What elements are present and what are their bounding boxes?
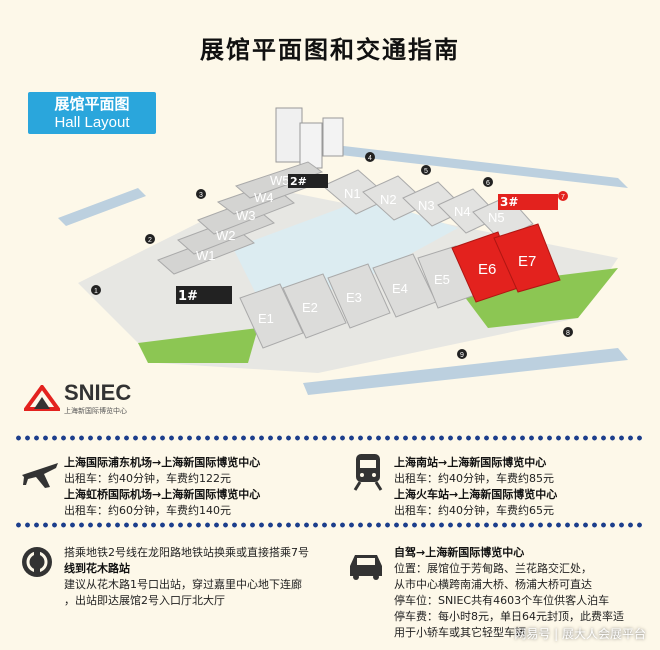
marker-6 <box>483 177 493 187</box>
car-line6: 用于小轿车或其它轻型车辆 <box>394 626 526 639</box>
hall-w5-label: W5 <box>270 173 290 188</box>
n-halls: N1 N2 N3 N4 N5 <box>322 169 534 241</box>
divider-dots-middle <box>14 522 646 528</box>
metro-icon <box>22 547 52 577</box>
metro-line2: 线到花木路站 <box>64 562 130 575</box>
svg-text:5: 5 <box>424 168 428 175</box>
train-line3: 上海火车站→上海新国际博览中心 <box>394 488 558 501</box>
svg-text:6: 6 <box>486 180 490 187</box>
metro-line1: 搭乘地铁2号线在龙阳路地铁站换乘或直接搭乘7号 <box>64 546 309 559</box>
hall-n3-label: N3 <box>418 198 435 213</box>
tower-a <box>275 107 303 163</box>
airport-line2: 出租车：约40分钟，车费约122元 <box>64 472 231 485</box>
svg-text:3: 3 <box>199 192 203 199</box>
train-line4: 出租车：约40分钟，车费约65元 <box>394 504 554 517</box>
hall-e6-label: E6 <box>478 261 496 278</box>
svg-text:9: 9 <box>460 352 464 359</box>
airport-line4: 出租车：约60分钟，车费约140元 <box>64 504 231 517</box>
hall-e1-label: E1 <box>258 311 274 326</box>
car-line3: 从市中心横跨南浦大桥、杨浦大桥可直达 <box>394 578 592 591</box>
car-info: 自驾→上海新国际博览中心 位置：展馆位于芳甸路、兰花路交汇处， 从市中心横跨南浦… <box>394 545 650 641</box>
airport-line1: 上海国际浦东机场→上海新国际博览中心 <box>64 456 261 469</box>
train-info: 上海南站→上海新国际博览中心 出租车：约40分钟，车费约85元 上海火车站→上海… <box>394 455 644 519</box>
hall-n5-label: N5 <box>488 210 505 225</box>
hall-n2-label: N2 <box>380 192 397 207</box>
train-line2: 出租车：约40分钟，车费约85元 <box>394 472 554 485</box>
green-area-south <box>138 328 258 363</box>
logo-sub: 上海新国际博览中心 <box>64 407 127 415</box>
w-halls: W1 W2 W3 W4 W5 <box>157 161 324 275</box>
car-line5: 停车费：每小时8元，单日64元封顶，此费率适 <box>394 610 624 623</box>
tower-b <box>299 122 323 169</box>
hall-w2-label: W2 <box>216 228 236 243</box>
marker-3 <box>196 189 206 199</box>
watermark: 网易号 | 展大人会展平台 <box>514 627 646 641</box>
entrance-1-box <box>176 286 232 304</box>
hall-w3-label: W3 <box>236 208 256 223</box>
car-line4: 停车位：SNIEC共有4603个车位供客人泊车 <box>394 594 610 607</box>
entrance-3-box <box>498 194 558 210</box>
entrance-2-box <box>288 174 328 188</box>
train-icon <box>353 454 383 491</box>
tower-c <box>322 117 344 157</box>
logo-name: SNIEC <box>64 380 132 405</box>
road-south <box>303 348 628 395</box>
road-north <box>318 143 628 188</box>
hall-layout-label: 展馆平面图 Hall Layout <box>28 92 156 134</box>
sniec-logo: SNIEC 上海新国际博览中心 <box>24 380 131 416</box>
svg-text:2: 2 <box>148 237 152 244</box>
train-line1: 上海南站→上海新国际博览中心 <box>394 456 547 469</box>
metro-info: 搭乘地铁2号线在龙阳路地铁站换乘或直接搭乘7号 线到花木路站 建议从花木路1号口… <box>64 545 334 609</box>
hall-label-en: Hall Layout <box>54 114 130 131</box>
sniec-logo-icon <box>24 385 60 411</box>
hall-e1 <box>239 283 304 349</box>
hall-e2-label: E2 <box>302 300 318 315</box>
hall-n4-label: N4 <box>454 204 471 219</box>
entrance-2-num: 2# <box>290 175 307 188</box>
page-title: 展馆平面图和交通指南 <box>200 36 460 64</box>
marker-1 <box>91 285 101 295</box>
hall-w1-label: W1 <box>196 248 216 263</box>
hall-w4-label: W4 <box>254 190 274 205</box>
hall-e3-label: E3 <box>346 290 362 305</box>
svg-text:7: 7 <box>561 194 565 201</box>
entrance-1-num: 1# <box>178 289 198 304</box>
svg-text:4: 4 <box>368 155 372 162</box>
hall-label-cn: 展馆平面图 <box>54 95 130 113</box>
markers: 1 2 3 4 5 6 7 8 9 <box>91 152 573 359</box>
metro-line4: ，出站即达展馆2号入口厅北大厅 <box>64 594 225 607</box>
marker-2 <box>145 234 155 244</box>
hall-n1-label: N1 <box>344 186 361 201</box>
hall-e7-label: E7 <box>518 253 536 270</box>
marker-7 <box>558 191 568 201</box>
hall-e2 <box>282 273 347 339</box>
central-lake <box>233 198 458 298</box>
marker-4 <box>365 152 375 162</box>
svg-text:1: 1 <box>94 288 98 295</box>
svg-text:8: 8 <box>566 330 570 337</box>
hall-map: W1 W2 W3 W4 W5 N1 N2 N3 N4 N5 E1 E2 E3 E… <box>58 107 628 395</box>
car-line2: 位置：展馆位于芳甸路、兰花路交汇处， <box>394 562 592 575</box>
metro-line3: 建议从花木路1号口出站，穿过嘉里中心地下连廊 <box>64 578 302 591</box>
car-icon <box>350 555 382 580</box>
marker-5 <box>421 165 431 175</box>
hall-n5 <box>472 195 534 241</box>
marker-9 <box>457 349 467 359</box>
car-line1: 自驾→上海新国际博览中心 <box>394 546 525 559</box>
airport-line3: 上海虹桥国际机场→上海新国际博览中心 <box>64 488 261 501</box>
e-halls: E1 E2 E3 E4 E5 E6 E7 <box>239 223 561 349</box>
hall-e4-label: E4 <box>392 281 408 296</box>
hall-e3 <box>327 263 391 329</box>
airplane-icon <box>22 463 58 488</box>
hall-e7 <box>493 223 561 293</box>
airport-info: 上海国际浦东机场→上海新国际博览中心 出租车：约40分钟，车费约122元 上海虹… <box>64 455 334 519</box>
hall-e5-label: E5 <box>434 272 450 287</box>
hall-w5 <box>235 161 324 199</box>
divider-dots-top <box>14 435 646 441</box>
entrance-3-num: 3# <box>500 195 518 209</box>
marker-8 <box>563 327 573 337</box>
road-west <box>58 188 146 226</box>
